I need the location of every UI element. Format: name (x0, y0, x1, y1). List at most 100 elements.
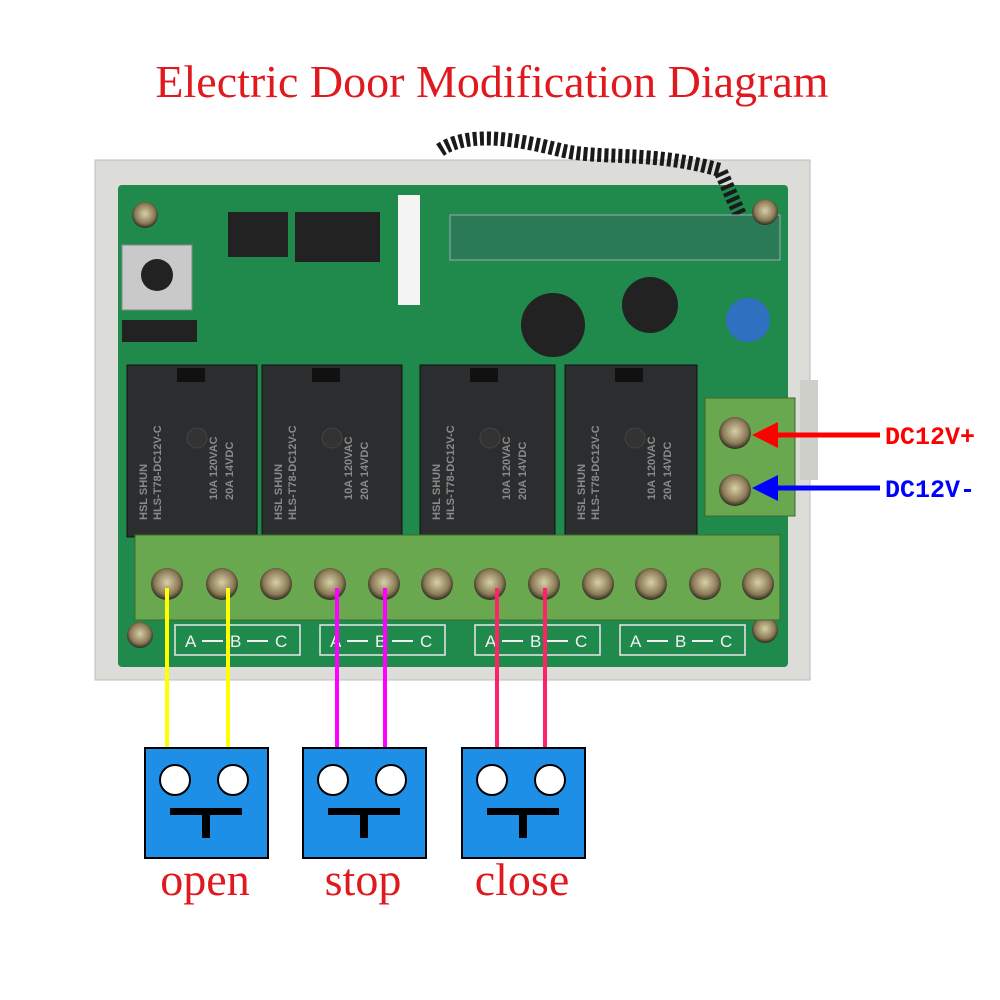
relay-brand: HSL SHUN (576, 464, 588, 520)
button-contact (317, 764, 349, 796)
relay-rating2: 20A 14VDC (662, 442, 674, 500)
relay-brand: HSL SHUN (138, 464, 150, 520)
power-terminal-body (704, 397, 796, 517)
relay-rating2: 20A 14VDC (359, 442, 371, 500)
terminal-block-body (134, 534, 781, 621)
relay-rating2: 20A 14VDC (517, 442, 529, 500)
mount-screw (752, 617, 778, 643)
terminal-screw (528, 568, 560, 600)
button-stop: stop (302, 588, 427, 905)
relay-brand: HSL SHUN (273, 464, 285, 520)
relay-rating1: 10A 120VAC (343, 436, 355, 500)
button-contact (159, 764, 191, 796)
button-symbol-stem (202, 808, 210, 838)
terminal-labels: ABCABCABCABC (174, 624, 746, 656)
relay-body (261, 364, 403, 538)
terminal-screw (314, 568, 346, 600)
mount-screw (752, 199, 778, 225)
button-label: stop (325, 854, 402, 905)
relay-rating1: 10A 120VAC (208, 436, 220, 500)
relay-rating1: 10A 120VAC (501, 436, 513, 500)
button-label: close (475, 854, 570, 905)
terminal-letter: B (230, 632, 241, 651)
terminal-letter: B (530, 632, 541, 651)
terminal-screw (368, 568, 400, 600)
relay-notch (177, 368, 205, 382)
relay-rating2: 20A 14VDC (224, 442, 236, 500)
relay-model: HLS-T78-DC12V-C (445, 425, 457, 520)
relay-body (564, 364, 698, 538)
relay-notch (470, 368, 498, 382)
mount-screw (127, 622, 153, 648)
relay-body (419, 364, 556, 538)
relay-body (126, 364, 258, 538)
positive-arrow-head (752, 422, 778, 448)
button-contact (375, 764, 407, 796)
relay-dimple (321, 427, 343, 449)
label-frame (174, 624, 301, 656)
negative-label: DC12V- (885, 476, 975, 505)
button-contact (217, 764, 249, 796)
terminal-screw (206, 568, 238, 600)
negative-arrow-head (752, 475, 778, 501)
button-contact (476, 764, 508, 796)
terminal-screw (742, 568, 774, 600)
positive-screw (719, 417, 751, 449)
button-label: open (160, 854, 249, 905)
capacitor-blue (726, 298, 770, 342)
label-frame (474, 624, 601, 656)
terminal-letter: B (375, 632, 386, 651)
terminal-letter: C (275, 632, 287, 651)
terminal-screw (635, 568, 667, 600)
button-symbol-stem (519, 808, 527, 838)
relay-model: HLS-T78-DC12V-C (287, 425, 299, 520)
resistor-array (398, 195, 420, 305)
ic-chip (295, 212, 380, 262)
label-frame (319, 624, 446, 656)
terminal-group-label: ABC (319, 624, 446, 656)
relay-dimple (479, 427, 501, 449)
button-box (144, 747, 269, 859)
button-close: close (461, 588, 586, 905)
antenna (436, 131, 747, 218)
terminal-letter: C (720, 632, 732, 651)
rf-module (449, 214, 781, 261)
diagram-title: Electric Door Modification Diagram (155, 56, 828, 107)
terminal-screw (689, 568, 721, 600)
relay-notch (615, 368, 643, 382)
output-terminal-block (134, 534, 781, 621)
button-box (302, 747, 427, 859)
button-box (461, 747, 586, 859)
capacitor (622, 277, 678, 333)
button-contact (534, 764, 566, 796)
terminal-screw (151, 568, 183, 600)
button-symbol-stem (360, 808, 368, 838)
learn-button-cap (141, 259, 173, 291)
terminal-screw (260, 568, 292, 600)
case-tab (800, 380, 818, 480)
relay-brand: HSL SHUN (431, 464, 443, 520)
terminal-screw (421, 568, 453, 600)
jumper-pins (122, 320, 197, 342)
relay-rating1: 10A 120VAC (646, 436, 658, 500)
door-buttons: open stop close (144, 588, 586, 905)
button-open: open (144, 588, 269, 905)
terminal-letter: A (630, 632, 642, 651)
power-terminal (704, 397, 796, 517)
label-frame (619, 624, 746, 656)
relay-dimple (624, 427, 646, 449)
capacitor (521, 293, 585, 357)
terminal-letter: C (575, 632, 587, 651)
ic-chip (228, 212, 288, 257)
relay-model: HLS-T78-DC12V-C (152, 425, 164, 520)
